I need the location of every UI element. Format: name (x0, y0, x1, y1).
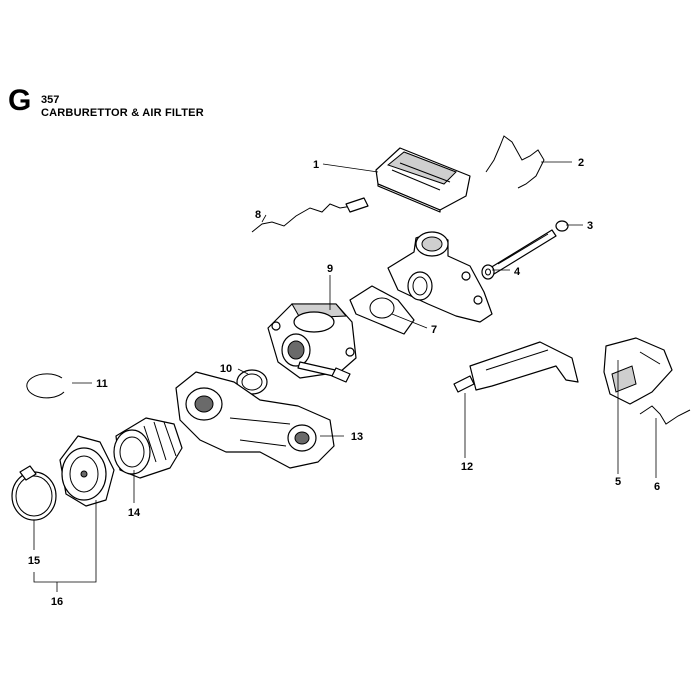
hose-clamp (11, 465, 57, 521)
washer (481, 264, 495, 280)
bolt (489, 220, 569, 275)
callout-3: 3 (587, 220, 593, 232)
model-number: 357 (41, 94, 60, 106)
callout-6: 6 (654, 481, 660, 493)
callout-11: 11 (96, 378, 108, 390)
carburettor (267, 303, 357, 383)
callout-13: 13 (351, 431, 363, 443)
linkage-rod (453, 341, 579, 393)
flange-assembly (59, 435, 115, 507)
callout-2: 2 (578, 157, 584, 169)
choke-rod (251, 197, 369, 233)
carburettor-adapter (387, 231, 493, 323)
circlip (26, 373, 65, 399)
callout-16: 16 (51, 596, 63, 608)
callout-1: 1 (313, 159, 319, 171)
callout-4: 4 (514, 266, 521, 278)
gasket (349, 285, 415, 335)
callout-5: 5 (615, 476, 621, 488)
bracket-cover (603, 337, 673, 405)
intake-boot (113, 417, 183, 479)
callout-8: 8 (255, 209, 261, 221)
callout-10: 10 (220, 363, 232, 375)
clip-spring (485, 135, 545, 189)
leader-lines (33, 161, 657, 592)
callout-labels: 1 2 3 4 5 6 7 8 9 10 11 12 13 14 15 16 (28, 157, 660, 608)
air-filter (375, 147, 471, 213)
diagram-title: CARBURETTOR & AIR FILTER (41, 107, 204, 119)
intake-manifold (175, 371, 335, 469)
spring-clip (639, 405, 691, 425)
rubber-ring (236, 369, 268, 395)
callout-15: 15 (28, 555, 40, 567)
section-letter: G (8, 84, 32, 117)
callout-9: 9 (327, 263, 333, 275)
callout-12: 12 (461, 461, 473, 473)
callout-14: 14 (128, 507, 141, 519)
callout-7: 7 (431, 324, 437, 336)
